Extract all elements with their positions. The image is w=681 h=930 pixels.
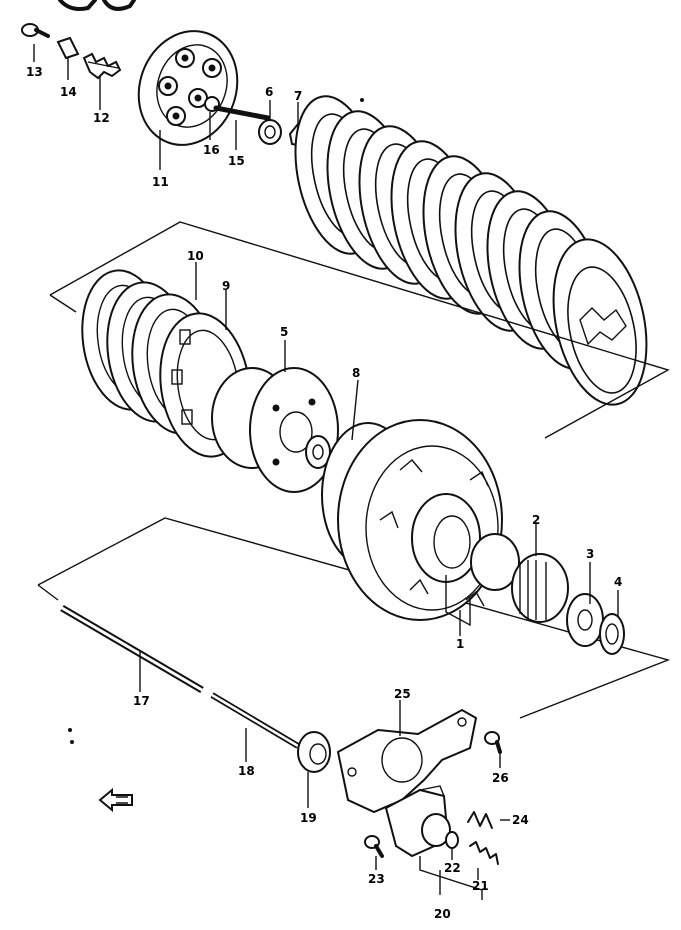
callout-19: 19 <box>300 811 317 825</box>
part-3-thrust-washer <box>566 593 604 647</box>
part-18-pushrod-short <box>210 692 300 749</box>
callout-6: 6 <box>265 85 274 99</box>
part-6-bearing <box>258 119 282 145</box>
part-1-primary-driven-gear <box>321 419 503 627</box>
callout-25: 25 <box>394 687 411 701</box>
callout-3: 3 <box>586 547 595 561</box>
part-24-spring <box>467 811 493 829</box>
part-4-thrust-washer <box>599 613 625 655</box>
callout-15: 15 <box>228 154 245 168</box>
part-12-spring <box>82 52 122 80</box>
callout-11: 11 <box>152 175 169 189</box>
part-17-pushrod-long <box>60 604 204 694</box>
assembly-boundary-upper <box>49 221 670 439</box>
part-15-pushrod <box>213 105 271 121</box>
callout-7: 7 <box>294 89 303 103</box>
callout-8: 8 <box>352 366 361 380</box>
part-11-pressure-plate <box>137 30 239 146</box>
callout-9: 9 <box>222 279 231 293</box>
part-25-gasket <box>336 708 478 814</box>
front-arrow-icon <box>98 787 133 813</box>
part-26-screw <box>484 731 502 754</box>
part-5-sleeve-hub <box>211 367 339 493</box>
callout-4: 4 <box>614 575 623 589</box>
callout-22: 22 <box>444 861 461 875</box>
part-13-bolt <box>21 23 50 38</box>
callout-23: 23 <box>368 872 385 886</box>
callout-5: 5 <box>280 325 289 339</box>
callout-18: 18 <box>238 764 255 778</box>
part-2-needle-bearing <box>470 533 569 623</box>
stray-marks <box>68 98 364 744</box>
part-19-oil-seal <box>297 731 331 773</box>
callout-14: 14 <box>60 85 77 99</box>
callout-12: 12 <box>93 111 110 125</box>
callout-17: 17 <box>133 694 150 708</box>
callout-26: 26 <box>492 771 509 785</box>
part-14-collar <box>56 36 80 60</box>
part-23-screw <box>364 835 384 858</box>
callout-16: 16 <box>203 143 220 157</box>
leader-lines <box>33 44 619 900</box>
callout-2: 2 <box>532 513 541 527</box>
callout-10: 10 <box>187 249 204 263</box>
clutch-plate-stack-upper <box>294 95 648 406</box>
callout-24: 24 <box>512 813 529 827</box>
cropped-heading-fragment <box>58 0 136 11</box>
callout-1: 1 <box>456 637 465 651</box>
callout-20: 20 <box>434 907 451 921</box>
part-21-spring <box>469 841 499 865</box>
callout-21: 21 <box>472 879 489 893</box>
part-22-washer <box>445 831 459 849</box>
callout-13: 13 <box>26 65 43 79</box>
